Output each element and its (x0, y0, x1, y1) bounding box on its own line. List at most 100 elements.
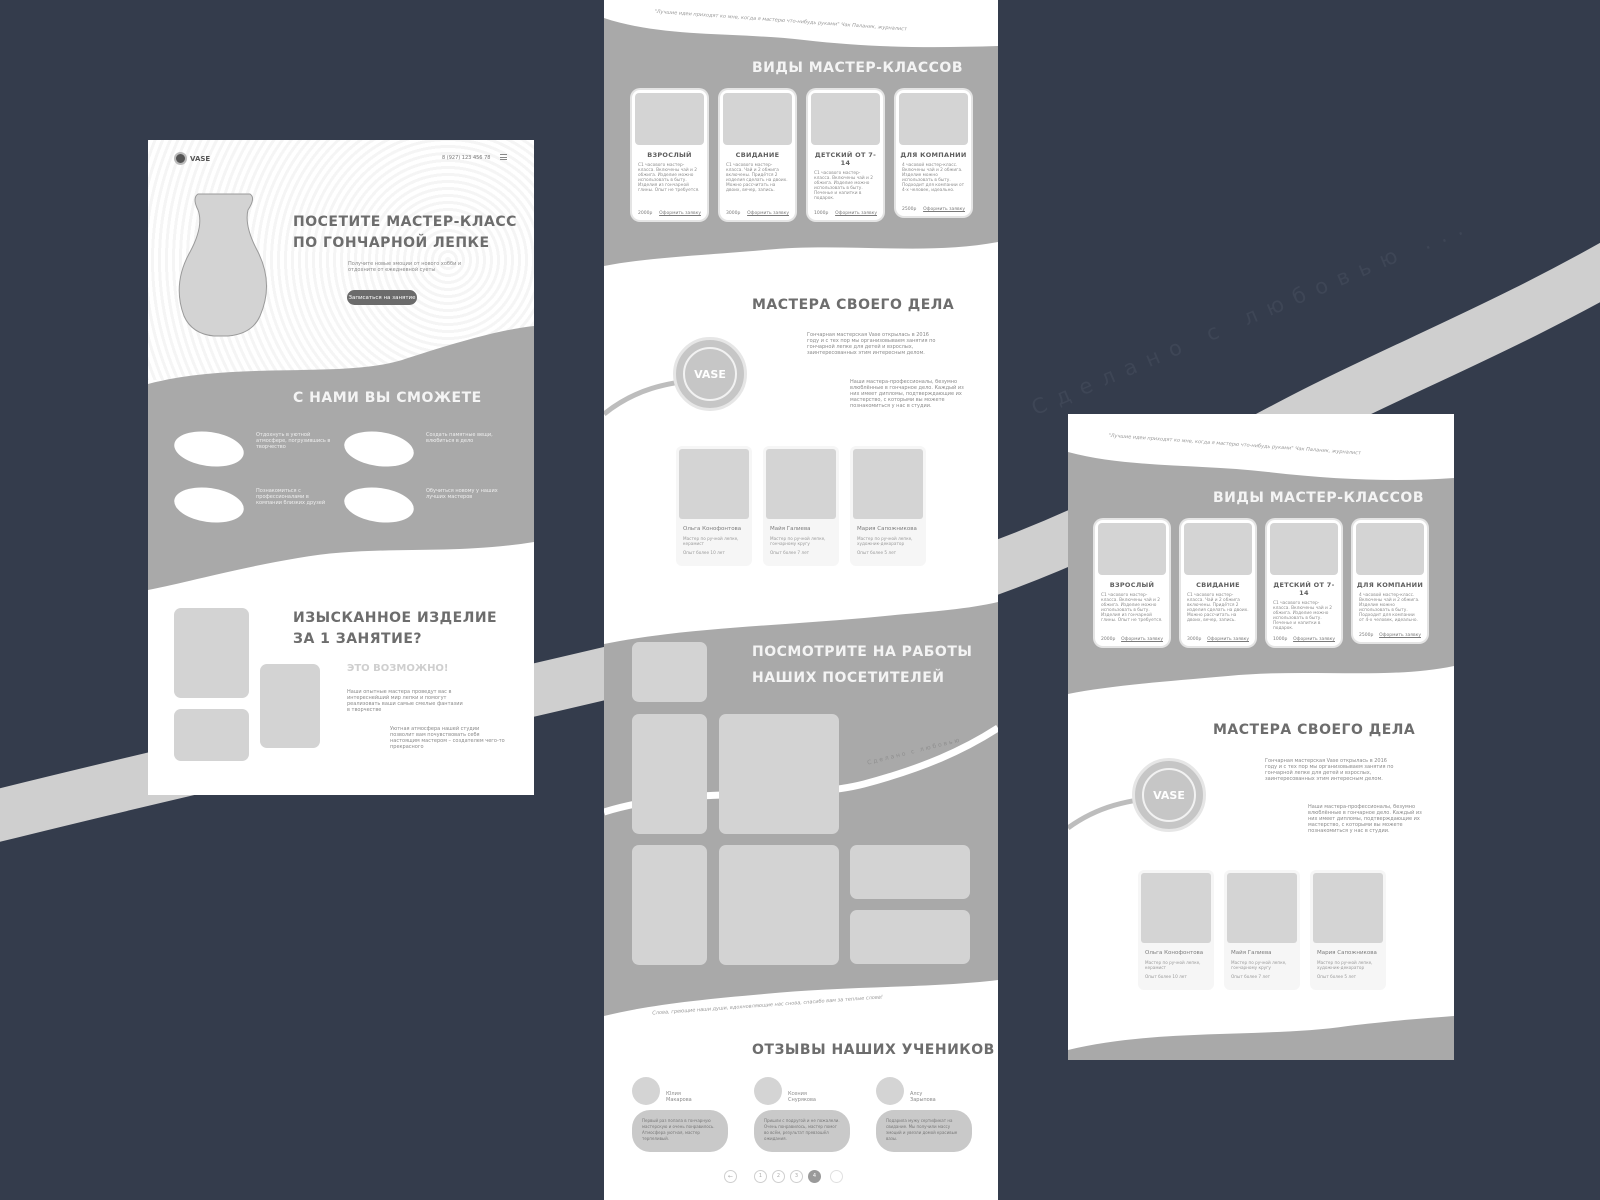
work-photo-4[interactable] (632, 845, 707, 965)
class-card-company-2[interactable]: ДЛЯ КОМПАНИИ 4 часовой мастер-класс. Вкл… (1353, 520, 1427, 642)
class-desc: С1 часового мастер-класса. Включены чай … (1101, 593, 1163, 623)
work-photo-1[interactable] (632, 642, 707, 702)
class-price: 1000р (1273, 637, 1288, 642)
reviews-title: ОТЗЫВЫ НАШИХ УЧЕНИКОВ (752, 1042, 995, 1058)
class-name: ДЛЯ КОМПАНИИ (900, 151, 967, 159)
class-desc: 4 часовой мастер-класс. Включены чай и 2… (1359, 593, 1420, 623)
product-subtitle: ЭТО ВОЗМОЖНО! (347, 663, 449, 674)
master-card-3-2[interactable]: Мария Сапожникова Мастер по ручной лепке… (1310, 870, 1386, 990)
product-image-3 (260, 664, 320, 748)
master-photo (766, 449, 836, 519)
ability-text-1: Отдохнуть в уютной атмосфере, погрузивши… (256, 432, 331, 450)
product-text-1: Наши опытные мастера проведут вас в инте… (347, 689, 463, 713)
ability-text-2: Создать памятные вещи, влюбиться в дело (426, 432, 493, 444)
master-desc: Мастер по ручной лепке, гончарному кругу (1231, 960, 1287, 970)
master-photo (1227, 873, 1297, 943)
prev-page-button[interactable]: ← (724, 1170, 737, 1183)
page-2-button[interactable]: 2 (772, 1170, 785, 1183)
footer-band (1068, 1016, 1454, 1060)
abilities-band (148, 326, 534, 590)
masters-title: МАСТЕРА СВОЕГО ДЕЛА (752, 297, 955, 313)
class-card-adult-2[interactable]: ВЗРОСЛЫЙ С1 часового мастер-класса. Вклю… (1095, 520, 1169, 646)
ability-text-3: Познакомиться с профессионалами в компан… (256, 488, 326, 506)
master-card-2[interactable]: Майя Галиева Мастер по ручной лепке, гон… (763, 446, 839, 566)
order-link[interactable]: Оформить заявку (1293, 637, 1335, 642)
masters-logo-text: VASE (694, 367, 726, 381)
logo[interactable]: VASE (174, 152, 210, 165)
master-photo (679, 449, 749, 519)
work-photo-2[interactable] (632, 714, 707, 834)
class-card-company[interactable]: ДЛЯ КОМПАНИИ 4 часовой мастер-класс. Вкл… (896, 90, 971, 216)
masters-text-2: Наши мастера-профессионалы, безумно влюб… (850, 379, 964, 409)
work-photo-5[interactable] (719, 845, 839, 965)
class-name: ВЗРОСЛЫЙ (1109, 581, 1155, 589)
work-photo-7[interactable] (850, 910, 970, 964)
class-card-date-2[interactable]: СВИДАНИЕ С1 часового мастер-класса. Чай … (1181, 520, 1255, 646)
master-name: Мария Сапожникова (857, 526, 917, 532)
master-exp: Опыт более 5 лет (857, 550, 897, 555)
class-image (899, 93, 968, 145)
order-link[interactable]: Оформить заявку (747, 211, 789, 216)
class-price: 2000р (638, 211, 653, 216)
master-photo (853, 449, 923, 519)
masters-logo-text-2: VASE (1153, 788, 1185, 802)
master-card-3[interactable]: Мария Сапожникова Мастер по ручной лепке… (850, 446, 926, 566)
class-card-kids-2[interactable]: ДЕТСКИЙ ОТ 7-14 С1 часового мастер-класс… (1267, 520, 1341, 646)
class-name: ДЛЯ КОМПАНИИ (1356, 581, 1424, 589)
masters-text-1: Гончарная мастерская Vase открылась в 20… (807, 332, 936, 356)
class-image (811, 93, 880, 145)
class-card-kids[interactable]: ДЕТСКИЙ ОТ 7-14 С1 часового мастер-класс… (808, 90, 883, 220)
master-photo (1313, 873, 1383, 943)
classes-title: ВИДЫ МАСТЕР-КЛАССОВ (752, 60, 963, 76)
masters-title-2: МАСТЕРА СВОЕГО ДЕЛА (1213, 722, 1416, 738)
work-photo-3[interactable] (719, 714, 839, 834)
class-price: 2000р (1101, 637, 1116, 642)
menu-icon[interactable] (500, 154, 507, 160)
master-exp: Опыт более 5 лет (1317, 974, 1357, 979)
hero-frame: VASE 8 (927) 123 456 78 ПОСЕТИТЕ МАСТЕР-… (148, 140, 534, 795)
page-4-button-active[interactable]: 4 (808, 1170, 821, 1183)
page-1-button[interactable]: 1 (754, 1170, 767, 1183)
master-exp: Опыт более 10 лет (683, 550, 725, 555)
ability-text-4: Обучиться новому у наших лучших мастеров (426, 488, 498, 500)
review-bubble-2: Пришли с подругой и не пожалели. Очень п… (754, 1110, 850, 1152)
class-name: СВИДАНИЕ (735, 151, 780, 159)
class-image (635, 93, 704, 145)
review-bubble-1: Первый раз попала в гончарную мастерскую… (632, 1110, 728, 1152)
next-page-button[interactable] (830, 1170, 843, 1183)
master-card-2-2[interactable]: Майя Галиева Мастер по ручной лепке, гон… (1224, 870, 1300, 990)
master-photo (1141, 873, 1211, 943)
master-card-1-2[interactable]: Ольга Конофонтова Мастер по ручной лепке… (1138, 870, 1214, 990)
work-photo-6[interactable] (850, 845, 970, 899)
class-desc: С1 часового мастер-класса. Чай и 2 обжиг… (1187, 593, 1249, 623)
product-image-2 (174, 709, 249, 761)
class-price: 2500р (1359, 633, 1374, 638)
hero-title-line-1: ПОСЕТИТЕ МАСТЕР-КЛАСС (293, 214, 517, 230)
master-desc: Мастер по ручной лепке, художник-декорат… (1317, 960, 1373, 970)
class-name: ВЗРОСЛЫЙ (647, 151, 692, 159)
class-card-date[interactable]: СВИДАНИЕ С1 часового мастер-класса. Чай … (720, 90, 795, 220)
master-name: Майя Галиева (1231, 950, 1272, 956)
hero-subtitle: Получите новые эмоции от нового хобби и … (348, 261, 462, 273)
phone-number[interactable]: 8 (927) 123 456 78 (442, 155, 491, 161)
master-desc: Мастер по ручной лепке, керамист (683, 536, 739, 546)
order-link[interactable]: Оформить заявку (1379, 633, 1421, 638)
page-3-button[interactable]: 3 (790, 1170, 803, 1183)
classes-title-2: ВИДЫ МАСТЕР-КЛАССОВ (1213, 490, 1424, 506)
order-link[interactable]: Оформить заявку (1121, 637, 1163, 642)
class-price: 3000р (726, 211, 741, 216)
signup-button[interactable]: Записаться на занятие (347, 290, 417, 305)
master-name: Майя Галиева (770, 526, 811, 532)
product-image-1 (174, 608, 249, 698)
master-card-1[interactable]: Ольга Конофонтова Мастер по ручной лепке… (676, 446, 752, 566)
class-image (723, 93, 792, 145)
order-link[interactable]: Оформить заявку (923, 207, 965, 212)
order-link[interactable]: Оформить заявку (835, 211, 877, 216)
works-title-line-1: ПОСМОТРИТЕ НА РАБОТЫ (752, 644, 973, 660)
class-card-adult[interactable]: ВЗРОСЛЫЙ С1 часового мастер-класса. Вклю… (632, 90, 707, 220)
abilities-title: С НАМИ ВЫ СМОЖЕТЕ (293, 390, 482, 406)
order-link[interactable]: Оформить заявку (659, 211, 701, 216)
master-desc: Мастер по ручной лепке, керамист (1145, 960, 1201, 970)
order-link[interactable]: Оформить заявку (1207, 637, 1249, 642)
